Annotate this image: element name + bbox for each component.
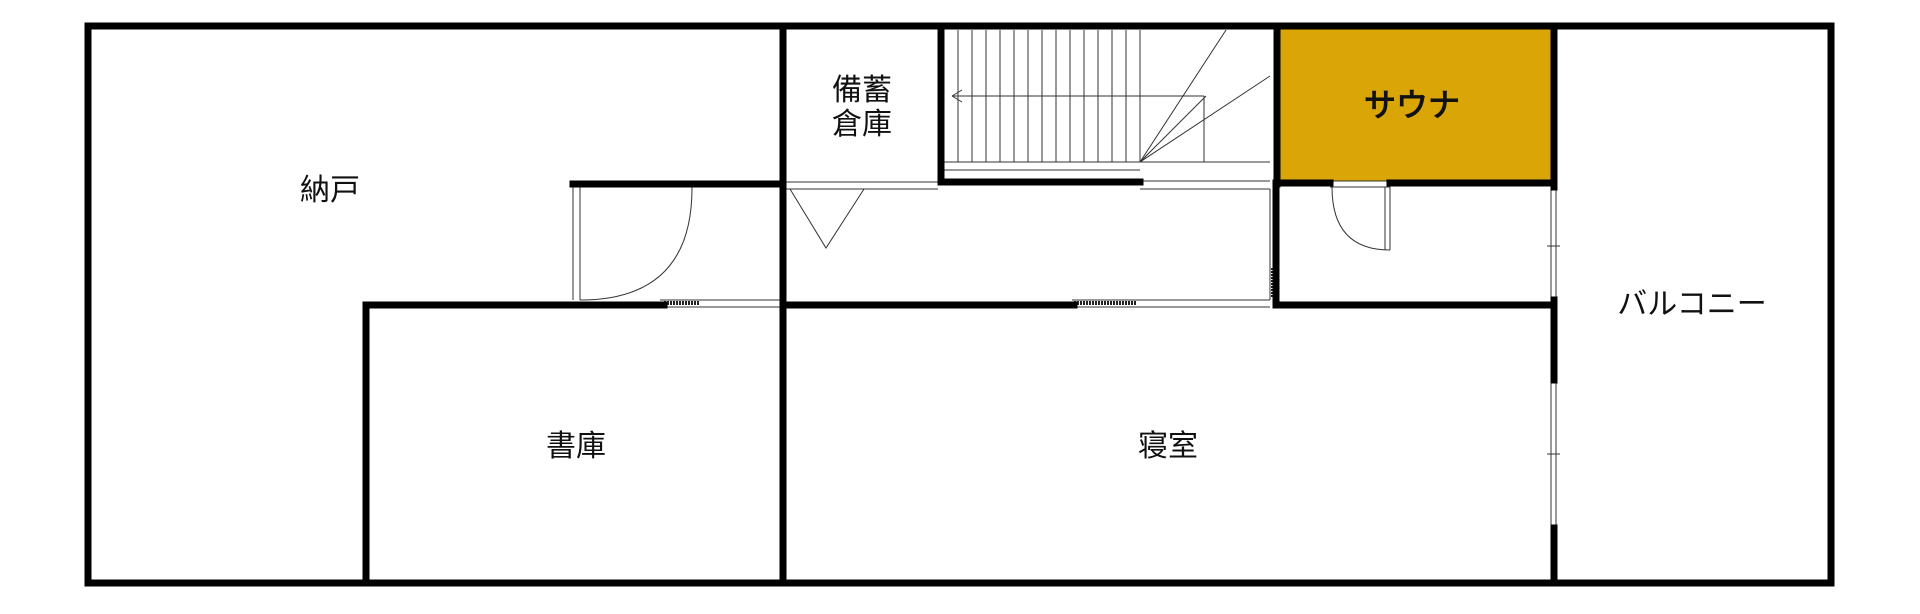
staircase [944,29,1271,190]
room-label-bedroom: 寝室 [1138,429,1198,464]
room-label-balcony: バルコニー [1617,287,1766,322]
room-label-sauna: サウナ [1364,86,1460,124]
room-label-nando: 納戸 [300,173,360,208]
walls [84,22,1835,587]
room-label-storage-line2: 倉庫 [832,107,892,142]
room-label-storage-line1: 備蓄 [832,73,892,108]
room-label-library: 書庫 [546,429,606,464]
sauna-room[interactable] [1278,28,1551,181]
